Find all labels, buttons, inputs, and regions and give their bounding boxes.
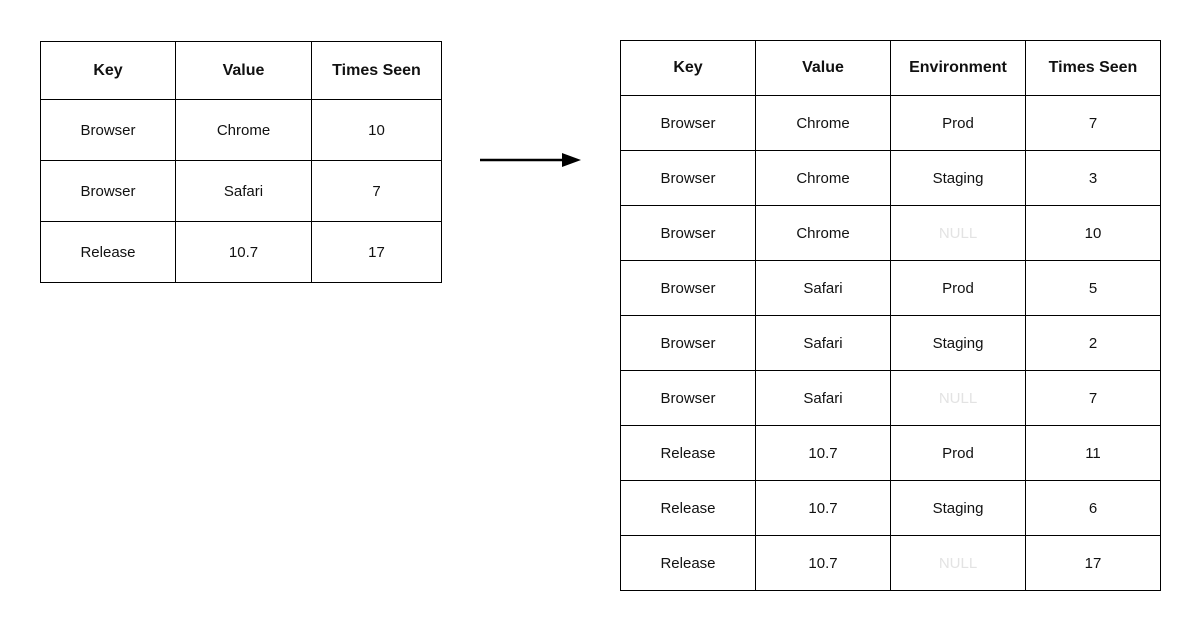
table-cell: Safari bbox=[175, 160, 312, 222]
column-header: Value bbox=[755, 40, 891, 96]
table-cell: Prod bbox=[890, 260, 1026, 316]
column-header: Key bbox=[40, 41, 176, 100]
table-cell: Browser bbox=[40, 99, 176, 161]
table-cell: 10.7 bbox=[755, 480, 891, 536]
table-cell: Staging bbox=[890, 315, 1026, 371]
table-cell: Chrome bbox=[175, 99, 312, 161]
table-cell: 6 bbox=[1025, 480, 1161, 536]
table-cell: Safari bbox=[755, 315, 891, 371]
table-cell: Chrome bbox=[755, 95, 891, 151]
table-cell: Prod bbox=[890, 425, 1026, 481]
table-cell: Staging bbox=[890, 480, 1026, 536]
table-cell: 3 bbox=[1025, 150, 1161, 206]
table-cell: Release bbox=[620, 425, 756, 481]
table-cell: Browser bbox=[620, 205, 756, 261]
table-cell: 10.7 bbox=[755, 535, 891, 591]
table-cell: 17 bbox=[311, 221, 442, 283]
table-cell: 7 bbox=[1025, 95, 1161, 151]
table-cell: Release bbox=[40, 221, 176, 283]
column-header: Environment bbox=[890, 40, 1026, 96]
table-cell: 10.7 bbox=[175, 221, 312, 283]
table-cell: Staging bbox=[890, 150, 1026, 206]
column-header: Times Seen bbox=[311, 41, 442, 100]
table-cell: 2 bbox=[1025, 315, 1161, 371]
table-cell: Chrome bbox=[755, 205, 891, 261]
table-cell: Prod bbox=[890, 95, 1026, 151]
table-cell: Browser bbox=[620, 370, 756, 426]
table-cell: Browser bbox=[620, 260, 756, 316]
column-header: Times Seen bbox=[1025, 40, 1161, 96]
null-cell: NULL bbox=[890, 535, 1026, 591]
column-header: Value bbox=[175, 41, 312, 100]
column-header: Key bbox=[620, 40, 756, 96]
table-cell: 10.7 bbox=[755, 425, 891, 481]
table-cell: Safari bbox=[755, 260, 891, 316]
table-cell: Browser bbox=[620, 150, 756, 206]
table-cell: Safari bbox=[755, 370, 891, 426]
null-cell: NULL bbox=[890, 205, 1026, 261]
table-cell: 11 bbox=[1025, 425, 1161, 481]
table-cell: Browser bbox=[620, 95, 756, 151]
table-cell: 17 bbox=[1025, 535, 1161, 591]
table-cell: Browser bbox=[620, 315, 756, 371]
table-cell: Browser bbox=[40, 160, 176, 222]
table-cell: Release bbox=[620, 480, 756, 536]
table-cell: 10 bbox=[311, 99, 442, 161]
table-cell: 5 bbox=[1025, 260, 1161, 316]
arrow-icon bbox=[480, 153, 581, 167]
table-cell: 7 bbox=[311, 160, 442, 222]
table-cell: Chrome bbox=[755, 150, 891, 206]
table-cell: Release bbox=[620, 535, 756, 591]
table-cell: 7 bbox=[1025, 370, 1161, 426]
null-cell: NULL bbox=[890, 370, 1026, 426]
table-cell: 10 bbox=[1025, 205, 1161, 261]
